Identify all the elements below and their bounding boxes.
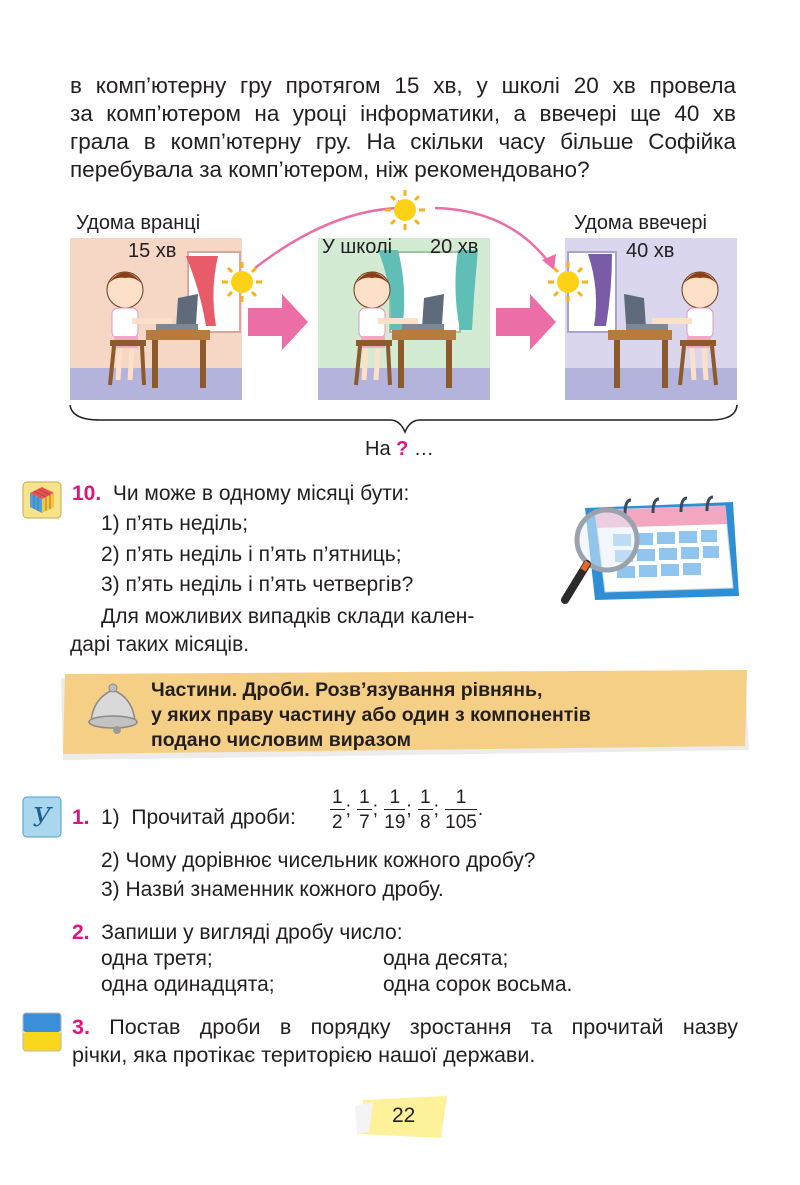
intro-line: за комп’ютером на уроці інформатики, а в… (70, 101, 736, 126)
laptop-desk (608, 294, 672, 388)
illustration-scenes (69, 190, 738, 434)
page-number: 22 (392, 1104, 416, 1127)
task2-header: 2. Запиши у вигляді дробу число: (72, 921, 403, 945)
question-suffix: … (413, 438, 434, 460)
intro-line: грала в комп’ютерну гру. На скільки часу… (70, 129, 736, 154)
task2-option: одна третя; (101, 947, 213, 970)
intro-line: в комп’ютерну гру протягом 15 хв, у школ… (70, 73, 736, 98)
scene2-place-label: У школі (322, 236, 393, 258)
question-mark: ? (396, 438, 409, 460)
magnifier-lens (574, 507, 640, 573)
task10-item: 3) п’ять неділь і п’ять четвергів? (101, 573, 414, 596)
task3-number: 3. (72, 1015, 90, 1039)
task3-line1: 3. Постав дроби в порядку зростання та п… (72, 1015, 738, 1039)
big-arrow (248, 294, 308, 350)
task3-block: 3. Постав дроби в порядку зростання та п… (72, 1013, 738, 1069)
scene2-time-label: 20 хв (430, 236, 479, 258)
task10-item: 2) п’ять неділь і п’ять п’ятниць; (101, 543, 402, 566)
task10-header: 10. Чи може в одному місяці бути: (72, 482, 409, 506)
question-prefix: На (365, 438, 391, 460)
girl-at-computer (353, 271, 418, 386)
banner-title: Частини. Дроби. Розв’язування рівнянь, у… (151, 678, 591, 753)
task1-number: 1. (72, 806, 90, 829)
task10-extra: Для можливих випадків склади кален- (101, 605, 475, 628)
banner-line: у яких праву частину або один з компонен… (151, 704, 591, 726)
calendar-magnifier-illustration (561, 495, 739, 604)
curved-arrow (254, 206, 401, 269)
task1-item3: 3) Назви́ знаменник кожного дробу. (101, 878, 444, 901)
task10-number: 10. (72, 482, 102, 505)
task2-option: одна сорок восьма. (383, 973, 573, 996)
task2-option: одна одинадцята; (101, 973, 275, 996)
scene-floor (565, 368, 737, 400)
curved-arrow-head (542, 254, 556, 270)
brace-question: На ? … (365, 438, 434, 461)
bell-icon (88, 683, 138, 734)
page-number-background (355, 1096, 447, 1138)
oral-task-icon: У (22, 796, 62, 838)
intro-line: перебувала за комп’ютером, ніж рекомендо… (70, 157, 590, 182)
laptop-desk (146, 294, 210, 388)
topic-banner (61, 670, 749, 760)
sun-icon (548, 262, 588, 302)
curtain (378, 250, 405, 330)
brace (69, 404, 738, 434)
task1-item1-prefix: 1) (101, 806, 120, 829)
task10-item: 1) п’ять неділь; (101, 512, 249, 535)
task1-item1: 1) Прочитай дроби: (101, 806, 296, 830)
task1-item2: 2) Чому дорівнює чисельник кожного дробу… (101, 849, 536, 872)
calendar-rings (623, 495, 714, 515)
task2-number: 2. (72, 921, 90, 944)
task3-line2: річки, яка протікає територією нашої дер… (72, 1043, 536, 1067)
banner-line: Частини. Дроби. Розв’язування рівнянь, (151, 679, 543, 701)
scene1-place-label: Удома вранці (76, 212, 201, 234)
laptop-desk (392, 294, 456, 388)
scene1-time-label: 15 хв (128, 240, 177, 262)
task2-text: Запиши у вигляді дробу число: (101, 921, 403, 944)
task1-item1-text: Прочитай дроби: (131, 806, 296, 829)
scene3-place-label: Удома ввечері (574, 212, 707, 234)
intro-paragraph: в комп’ютерну гру протягом 15 хв, у школ… (70, 72, 736, 184)
big-arrow (496, 294, 556, 350)
task2-option: одна десята; (383, 947, 509, 970)
girl-at-computer (652, 271, 719, 386)
task10-question: Чи може в одному місяці бути: (112, 482, 410, 505)
ukraine-flag-icon (22, 1012, 62, 1052)
sun-icon (385, 190, 425, 230)
scene3-time-label: 40 хв (626, 240, 675, 262)
curved-arrow (434, 206, 552, 265)
svg-text:У: У (33, 803, 54, 833)
magnifier-collar (580, 560, 591, 572)
girl-at-computer (106, 271, 172, 386)
rubiks-cube-icon (22, 481, 62, 519)
banner-line: подано числовим виразом (151, 729, 412, 751)
task10-extra: дарі таких місяців. (70, 633, 250, 656)
banner-body (63, 670, 747, 754)
curtain (588, 254, 612, 326)
sun-icon (222, 262, 262, 302)
curtain (455, 250, 478, 330)
curtain (186, 256, 218, 326)
